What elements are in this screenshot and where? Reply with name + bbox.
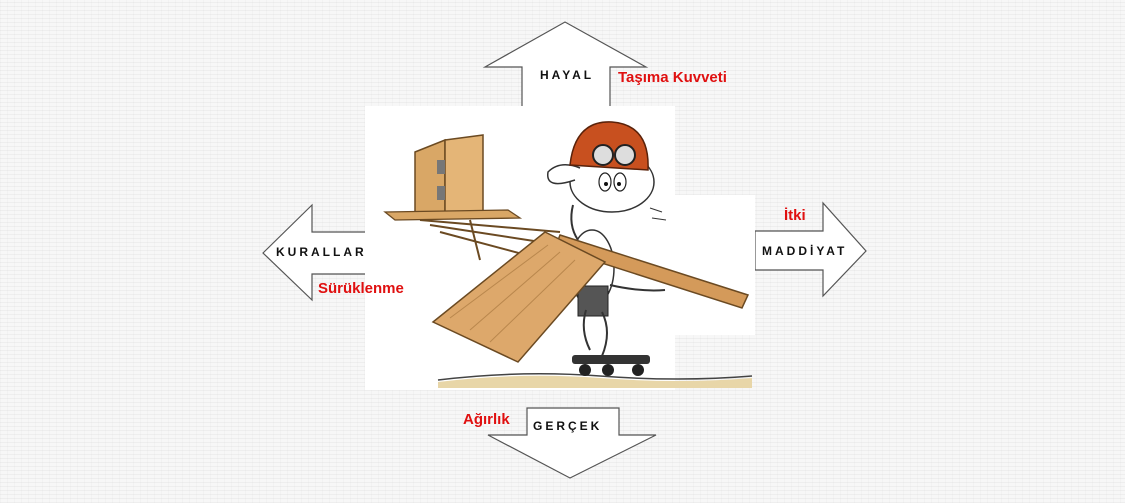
left-arrow-label: KURALLAR [276, 245, 367, 259]
up-arrow-label: HAYAL [540, 68, 594, 82]
weight-label: Ağırlık [463, 411, 510, 428]
thrust-label: İtki [784, 207, 806, 224]
lift-label: Taşıma Kuvveti [618, 69, 727, 86]
drag-label: Sürüklenme [318, 280, 404, 297]
right-arrow-label: MADDİYAT [762, 244, 847, 258]
down-arrow-label: GERÇEK [533, 419, 602, 433]
